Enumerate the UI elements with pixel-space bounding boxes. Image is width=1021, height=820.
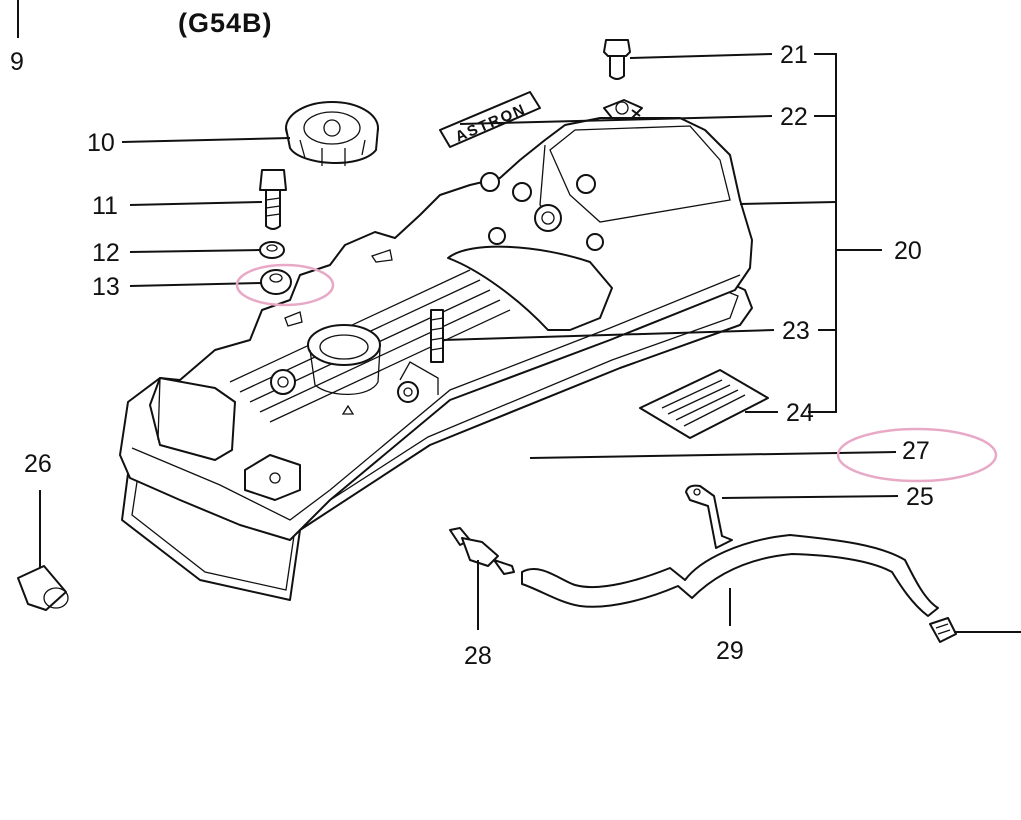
pcv-valve — [449, 527, 515, 575]
callout-27: 27 — [902, 437, 930, 465]
breather-hose — [521, 534, 939, 617]
washer-12 — [259, 241, 285, 259]
bracket-25 — [685, 484, 733, 549]
stud-23 — [430, 309, 444, 363]
astron-emblem: ASTRON — [439, 91, 541, 148]
callout-28: 28 — [464, 642, 492, 670]
callout-20: 20 — [894, 237, 922, 265]
grommet-13 — [260, 269, 292, 295]
emblem-grommet — [603, 99, 643, 119]
oil-filler-cap — [285, 101, 379, 166]
highlight-27 — [836, 427, 998, 483]
callout-25: 25 — [906, 483, 934, 511]
callout-24: 24 — [786, 399, 814, 427]
plug-26 — [17, 565, 69, 611]
callout-12: 12 — [92, 239, 120, 267]
hose-clip — [929, 617, 957, 643]
callout-26: 26 — [24, 450, 52, 478]
diagram-title: (G54B) — [178, 8, 273, 38]
callout-11: 11 — [92, 192, 118, 220]
callout-13: 13 — [92, 273, 120, 301]
highlight-13 — [235, 263, 335, 307]
bolt-11 — [259, 169, 287, 230]
callout-10: 10 — [87, 129, 115, 157]
callout-22: 22 — [780, 103, 808, 131]
callout-21: 21 — [780, 41, 808, 69]
callout-29: 29 — [716, 637, 744, 665]
caution-plate — [639, 369, 769, 439]
bolt-21 — [603, 39, 631, 80]
page-ref-number: 9 — [10, 48, 24, 76]
callout-23: 23 — [782, 317, 810, 345]
